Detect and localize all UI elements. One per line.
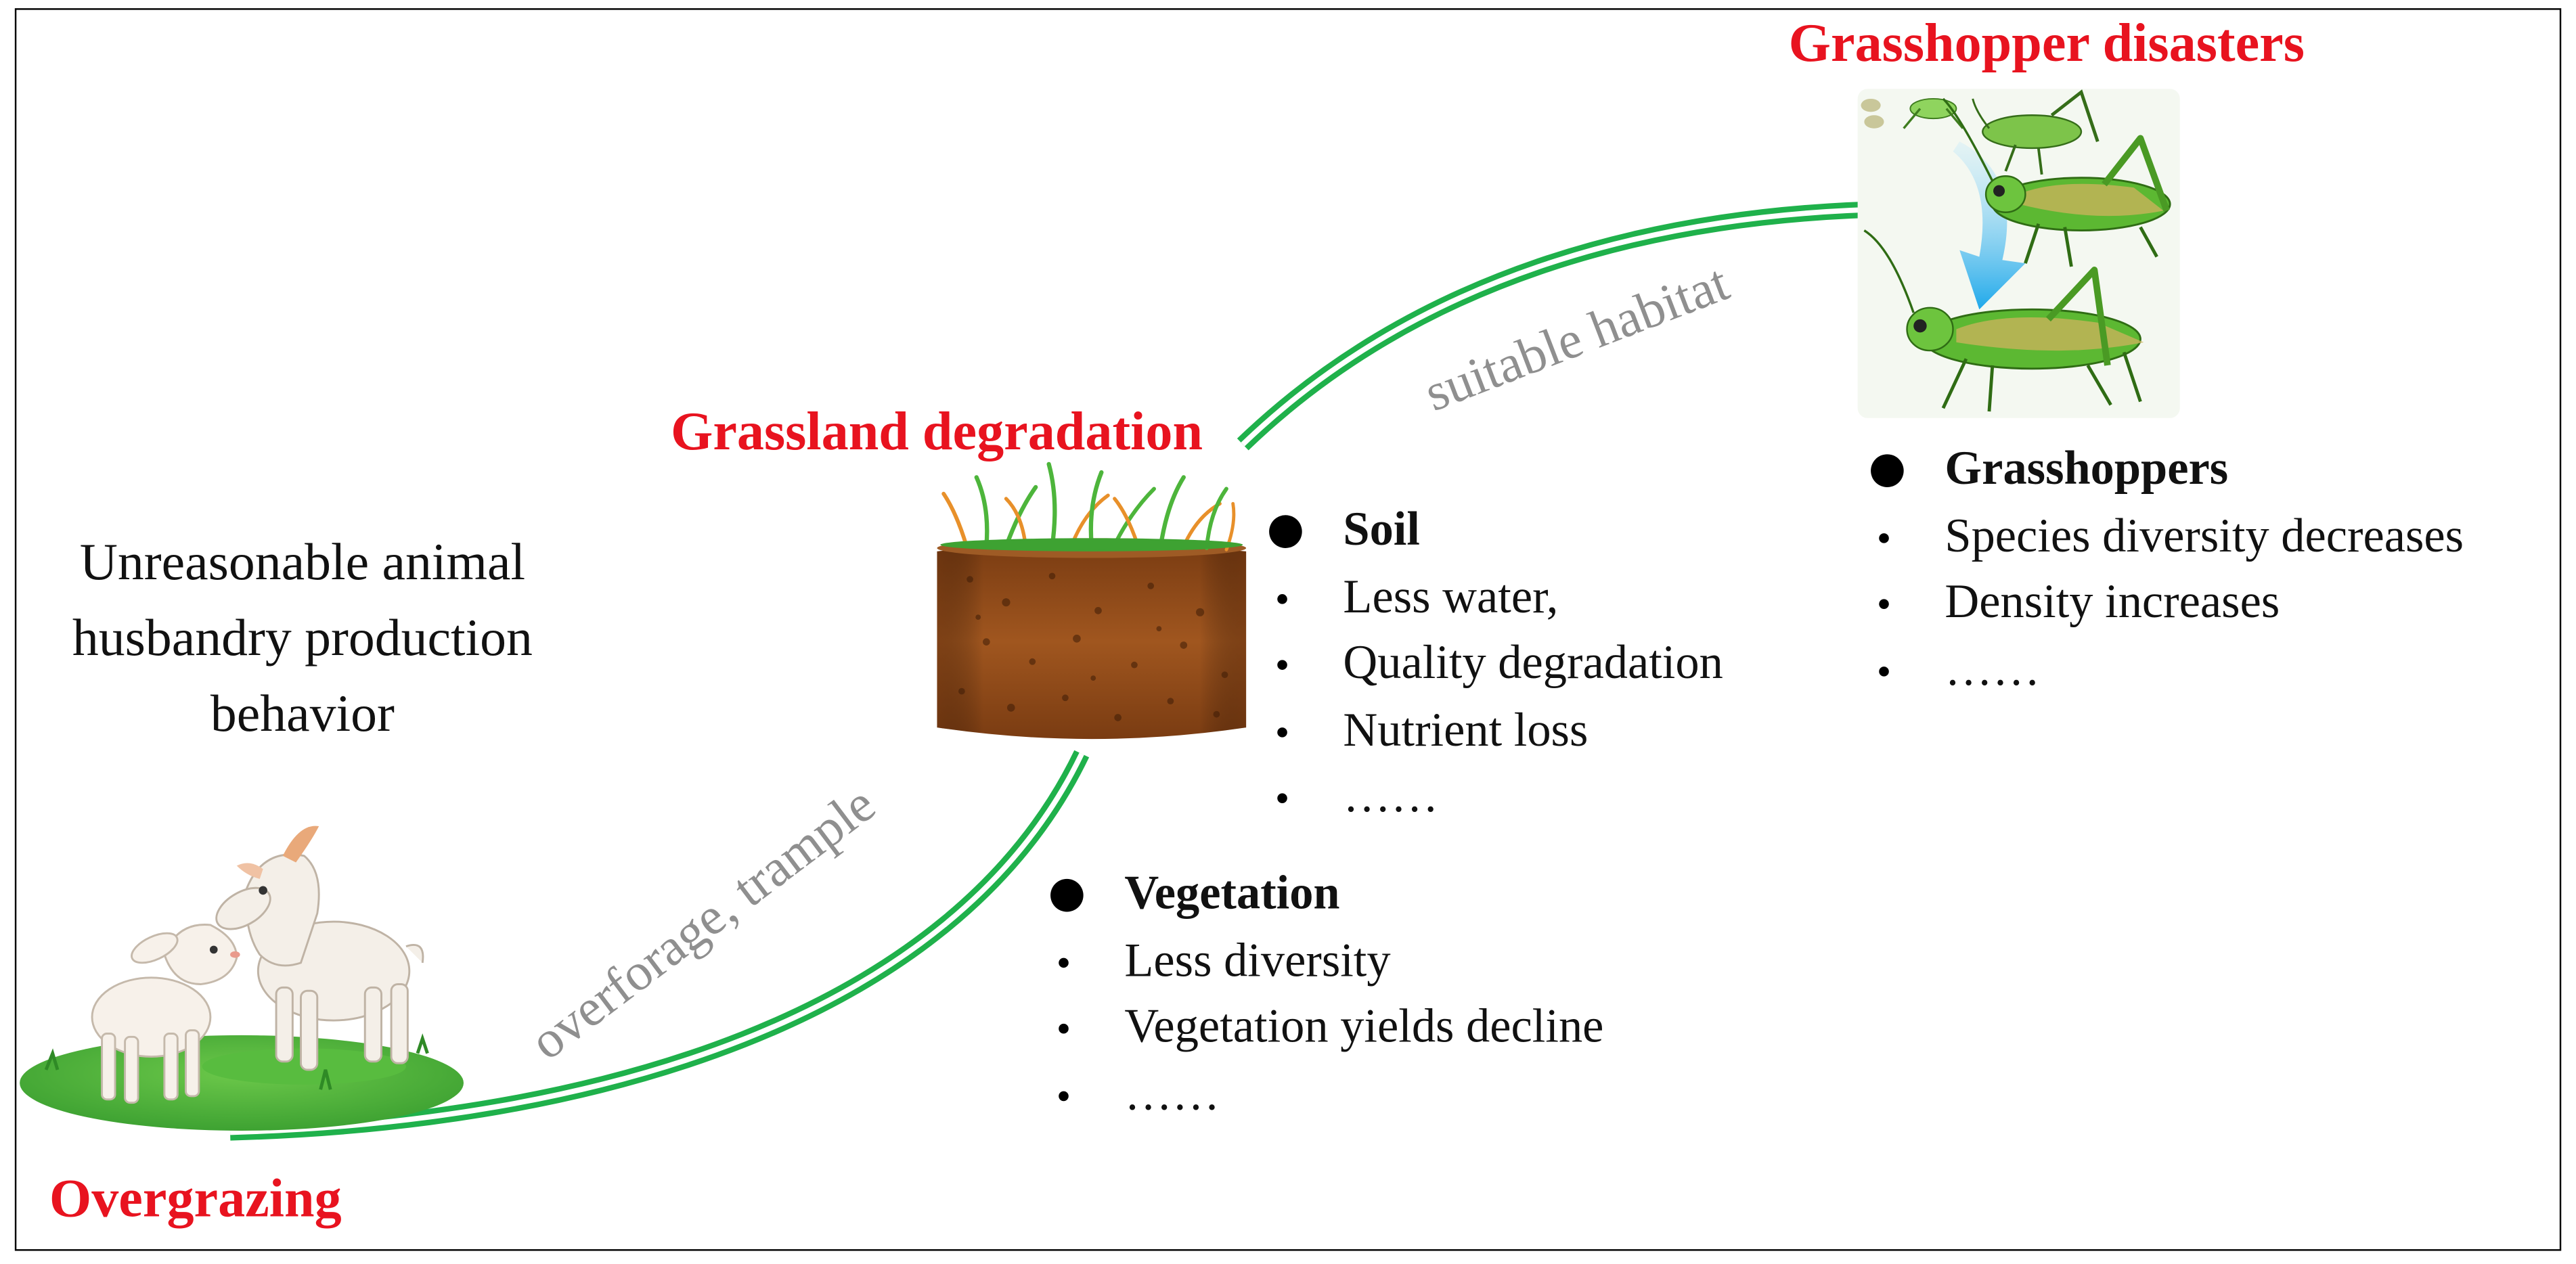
grasshoppers-heading: Grasshoppers xyxy=(1869,436,2464,503)
list-item: Quality degradation xyxy=(1268,631,1723,698)
soil-effects-list: Soil Less water, Quality degradation Nut… xyxy=(1268,497,1723,831)
suitable-habitat-label: suitable habitat xyxy=(1417,253,1736,422)
soil-block-icon xyxy=(937,461,1247,740)
list-item: …… xyxy=(1869,636,2464,703)
list-item: Nutrient loss xyxy=(1268,697,1723,764)
goats-on-grass-icon xyxy=(20,826,464,1131)
vegetation-effects-list: Vegetation Less diversity Vegetation yie… xyxy=(1049,861,1604,1128)
husbandry-caption: Unreasonable animal husbandry production… xyxy=(72,531,533,742)
list-item: …… xyxy=(1268,764,1723,831)
figure-frame xyxy=(14,8,2562,1251)
overgrazing-title: Overgrazing xyxy=(49,1170,342,1229)
soil-heading: Soil xyxy=(1268,497,1723,564)
overforage-arrow xyxy=(229,750,1090,1141)
grasshopper-icon xyxy=(1857,89,2180,418)
list-item: Less water, xyxy=(1268,564,1723,631)
overforage-label: overforage, trample xyxy=(519,774,885,1070)
list-item: …… xyxy=(1049,1061,1604,1128)
vegetation-heading: Vegetation xyxy=(1049,861,1604,928)
list-item: Species diversity decreases xyxy=(1869,503,2464,570)
grasshopper-disasters-title: Grasshopper disasters xyxy=(1788,14,2305,74)
grasshopper-effects-list: Grasshoppers Species diversity decreases… xyxy=(1869,436,2464,703)
list-item: Vegetation yields decline xyxy=(1049,994,1603,1061)
grassland-degradation-title: Grassland degradation xyxy=(670,403,1203,463)
list-item: Less diversity xyxy=(1049,928,1604,995)
flow-arrow-icon xyxy=(1953,141,2026,310)
list-item: Density increases xyxy=(1869,570,2464,637)
